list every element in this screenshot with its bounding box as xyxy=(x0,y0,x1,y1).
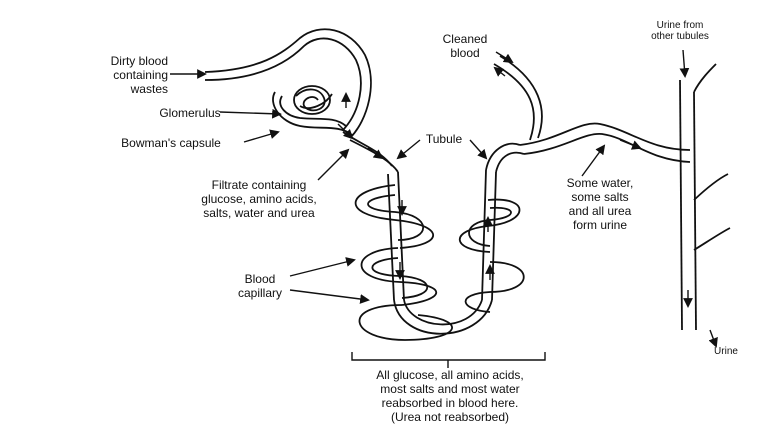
label-reabsorbed: All glucose, all amino acids, most salts… xyxy=(376,368,524,424)
label-urine-from: Urine from other tubules xyxy=(651,20,709,42)
label-urine: Urine xyxy=(714,346,738,357)
blood-vessel xyxy=(493,55,543,141)
label-dirty-blood: Dirty blood containing wastes xyxy=(110,54,168,96)
label-tubule: Tubule xyxy=(425,132,463,146)
label-some-water: Some water, some salts and all urea form… xyxy=(566,176,634,232)
label-bowmans-capsule: Bowman's capsule xyxy=(121,136,221,150)
label-filtrate: Filtrate containing glucose, amino acids… xyxy=(201,178,317,220)
flow-arrows xyxy=(337,66,693,308)
collecting-duct xyxy=(679,63,731,331)
label-cleaned-blood: Cleaned blood xyxy=(442,32,488,60)
label-glomerulus: Glomerulus xyxy=(159,106,221,120)
pointer-lines xyxy=(170,49,718,348)
label-blood-capillary: Blood capillary xyxy=(237,272,282,300)
reabsorption-bracket xyxy=(351,352,546,361)
glomerulus-loop xyxy=(204,28,372,139)
